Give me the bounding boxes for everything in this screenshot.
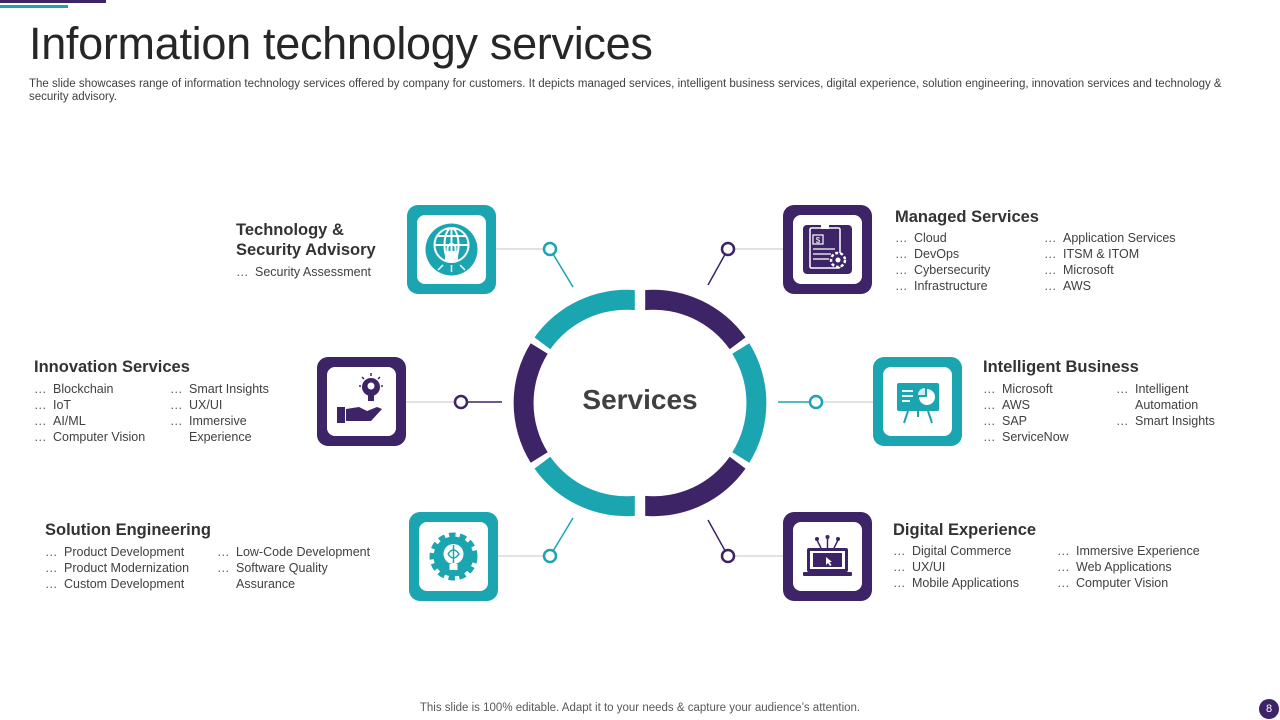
footer-note: This slide is 100% editable. Adapt it to… — [419, 702, 861, 714]
list-item: Automation — [1135, 398, 1199, 412]
list-item: Intelligent — [1116, 381, 1215, 397]
list-item: Software Quality — [217, 560, 370, 576]
laptop-touch-icon — [793, 522, 862, 591]
list-item: UX/UI — [893, 559, 1019, 575]
intelligent-business-title: Intelligent Business — [983, 358, 1139, 376]
page-number-badge: 8 — [1259, 699, 1279, 719]
list-item: Computer Vision — [34, 429, 145, 445]
managed-services-list-col1: Cloud DevOps Cybersecurity Infrastructur… — [895, 230, 990, 294]
intelligent-business-icon-box — [873, 357, 962, 446]
list-item: Product Development — [45, 544, 189, 560]
solution-engineering-icon-box — [409, 512, 498, 601]
list-item: Web Applications — [1057, 559, 1200, 575]
list-item: Cloud — [895, 230, 990, 246]
connector-dot — [720, 548, 736, 564]
intelligent-business-list-col1: Microsoft AWS SAP ServiceNow — [983, 381, 1069, 445]
solution-engineering-list-col2: Low-Code Development Software Quality As… — [217, 544, 370, 592]
ring-segment-left — [513, 343, 548, 463]
top-accent-line-teal — [0, 5, 68, 8]
list-item: Application Services — [1044, 230, 1176, 246]
invoice-gear-icon: $ — [793, 215, 862, 284]
list-item: Experience — [189, 430, 252, 444]
connector-dot — [542, 548, 558, 564]
connector-dot — [720, 241, 736, 257]
list-item: Cybersecurity — [895, 262, 990, 278]
globe-lock-icon — [417, 215, 486, 284]
ring-segment-bottom-right — [645, 456, 746, 517]
presentation-board-icon — [883, 367, 952, 436]
list-item: Immersive Experience — [1057, 543, 1200, 559]
managed-services-icon-box: $ — [783, 205, 872, 294]
digital-experience-list-col2: Immersive Experience Web Applications Co… — [1057, 543, 1200, 591]
solution-engineering-title: Solution Engineering — [45, 521, 211, 539]
innovation-services-list-col1: Blockchain IoT AI/ML Computer Vision — [34, 381, 145, 445]
tech-security-title-line1: Technology & — [236, 221, 344, 239]
digital-experience-title: Digital Experience — [893, 521, 1037, 539]
list-item: Product Modernization — [45, 560, 189, 576]
list-item: Microsoft — [983, 381, 1069, 397]
list-item: AWS — [1044, 278, 1176, 294]
tech-security-title-line2: Security Advisory — [236, 241, 376, 259]
list-item: Mobile Applications — [893, 575, 1019, 591]
digital-experience-list-col1: Digital Commerce UX/UI Mobile Applicatio… — [893, 543, 1019, 591]
list-item: Smart Insights — [1116, 413, 1215, 429]
solution-engineering-list-col1: Product Development Product Modernizatio… — [45, 544, 189, 592]
managed-services-title: Managed Services — [895, 208, 1039, 226]
list-item: UX/UI — [170, 397, 269, 413]
gear-brain-icon — [419, 522, 488, 591]
digital-experience-icon-box — [783, 512, 872, 601]
list-item: Digital Commerce — [893, 543, 1019, 559]
list-item: Smart Insights — [170, 381, 269, 397]
center-label: Services — [582, 384, 698, 415]
hand-lightbulb-icon — [327, 367, 396, 436]
managed-services-list-col2: Application Services ITSM & ITOM Microso… — [1044, 230, 1176, 294]
tech-security-icon-box — [407, 205, 496, 294]
list-item: Security Assessment — [236, 264, 371, 280]
list-item: Assurance — [236, 577, 296, 591]
tech-security-list: Security Assessment — [236, 264, 371, 280]
innovation-services-icon-box — [317, 357, 406, 446]
intelligent-business-list-col2: Intelligent Automation Smart Insights — [1116, 381, 1215, 429]
svg-text:$: $ — [816, 236, 821, 245]
list-item: ServiceNow — [983, 429, 1069, 445]
top-accent-line — [0, 0, 106, 3]
list-item: Infrastructure — [895, 278, 990, 294]
list-item: AI/ML — [34, 413, 145, 429]
list-item: AWS — [983, 397, 1069, 413]
list-item: SAP — [983, 413, 1069, 429]
ring-segment-bottom-left — [534, 456, 635, 517]
connector-dot — [542, 241, 558, 257]
list-item: DevOps — [895, 246, 990, 262]
page-subtitle: The slide showcases range of information… — [29, 78, 1222, 103]
ring-segment-top-left — [534, 289, 635, 350]
connector-dot — [808, 394, 824, 410]
connector-dot — [453, 394, 469, 410]
list-item: IoT — [34, 397, 145, 413]
page-title: Information technology services — [29, 18, 653, 69]
innovation-services-title: Innovation Services — [34, 358, 190, 376]
list-item: Computer Vision — [1057, 575, 1200, 591]
list-item: ITSM & ITOM — [1044, 246, 1176, 262]
innovation-services-list-col2: Smart Insights UX/UI Immersive Experienc… — [170, 381, 269, 445]
list-item: Immersive — [170, 413, 269, 429]
list-item: Blockchain — [34, 381, 145, 397]
list-item: Custom Development — [45, 576, 189, 592]
list-item: Low-Code Development — [217, 544, 370, 560]
list-item: Microsoft — [1044, 262, 1176, 278]
tech-security-title: Technology & Security Advisory — [236, 220, 376, 260]
ring-segment-right — [732, 343, 767, 463]
ring-segment-top-right — [645, 289, 746, 350]
